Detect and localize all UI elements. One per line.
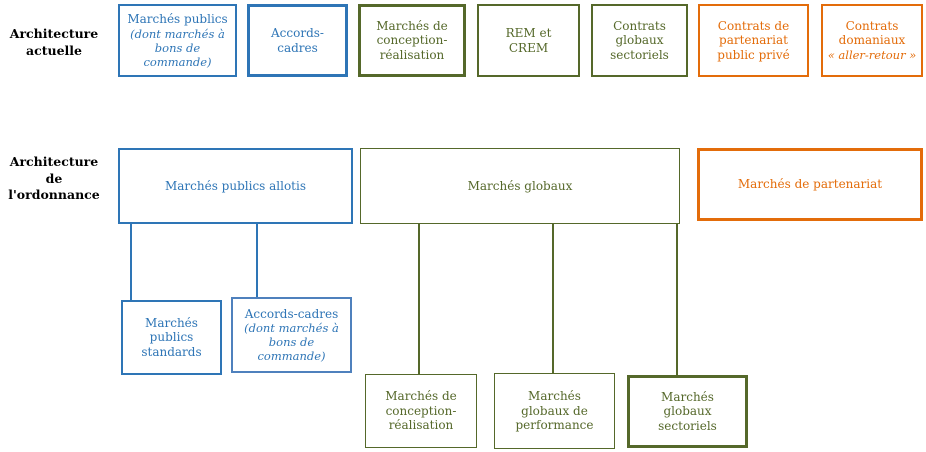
connector-globaux-conception-realisation xyxy=(418,224,420,374)
box-sublabel: (dont marchés à bons de commande) xyxy=(244,321,339,364)
connector-globaux-sectoriels xyxy=(676,224,678,375)
box-accords-cadres-ordonnance: Accords-cadres (dont marchés à bons de c… xyxy=(231,297,352,373)
box-marches-publics: Marchés publics (dont marchés à bons de … xyxy=(118,4,237,77)
box-label: Marchés publics xyxy=(127,12,228,27)
box-label: Marchés de conception- réalisation xyxy=(385,389,457,433)
connector-globaux-performance xyxy=(552,224,554,373)
box-label: Accords-cadres xyxy=(244,306,339,321)
box-conception-realisation: Marchés de conception- réalisation xyxy=(358,4,466,77)
box-marches-globaux-sectoriels-ordonnance: Marchés globaux sectoriels xyxy=(627,375,748,448)
row-label-architecture-actuelle: Architecture actuelle xyxy=(9,26,99,58)
box-label: Marchés de partenariat xyxy=(737,177,883,192)
box-label: Marchés globaux xyxy=(467,178,573,193)
box-marches-publics-standards: Marchés publics standards xyxy=(121,300,222,375)
box-label: Marchés de conception- réalisation xyxy=(376,18,448,62)
connector-allotis-standards xyxy=(130,224,132,300)
box-sublabel: (dont marchés à bons de commande) xyxy=(130,26,225,69)
box-rem-crem: REM et CREM xyxy=(477,4,580,77)
box-label: Marchés publics allotis xyxy=(164,178,307,193)
box-label: Accords- cadres xyxy=(271,25,324,55)
box-label: Marchés publics standards xyxy=(141,315,202,359)
box-marches-globaux: Marchés globaux xyxy=(360,148,680,224)
box-contrats-domaniaux: Contrats domaniaux « aller-retour » xyxy=(821,4,923,77)
box-marches-de-partenariat: Marchés de partenariat xyxy=(697,148,923,221)
box-marches-globaux-performance: Marchés globaux de performance xyxy=(494,373,615,449)
box-label: Marchés globaux de performance xyxy=(515,389,594,433)
box-marches-publics-allotis: Marchés publics allotis xyxy=(118,148,353,224)
box-label: Marchés globaux sectoriels xyxy=(658,389,717,433)
box-contrats-partenariat-public-prive: Contrats de partenariat public privé xyxy=(698,4,809,77)
box-sublabel: « aller-retour » xyxy=(827,48,917,63)
connector-allotis-accords-cadres xyxy=(256,224,258,297)
row-label-architecture-ordonnance: Architecture de l'ordonnance xyxy=(8,154,100,202)
box-label: Contrats globaux sectoriels xyxy=(610,18,669,62)
box-accords-cadres: Accords- cadres xyxy=(247,4,348,77)
box-label: Contrats domaniaux xyxy=(838,18,906,48)
box-label: Contrats de partenariat public privé xyxy=(717,18,790,62)
box-contrats-globaux-sectoriels: Contrats globaux sectoriels xyxy=(591,4,688,77)
box-label: REM et CREM xyxy=(505,25,552,55)
box-conception-realisation-ordonnance: Marchés de conception- réalisation xyxy=(365,374,477,448)
